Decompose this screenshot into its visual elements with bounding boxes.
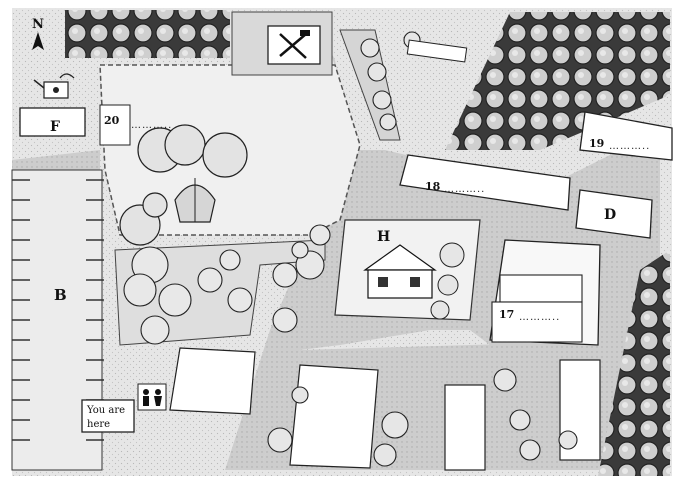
north-label: N [32,17,44,32]
building-f: F [19,107,86,137]
location-20: 20 ……….. [99,104,172,146]
tools-icon [279,30,310,59]
label-18: 18 [425,180,441,193]
tools-building [231,11,333,76]
blank-20: ……….. [131,120,172,131]
you-are-here-line2: here [87,419,110,430]
house-h: H [334,219,481,321]
blank-18: ……….. [444,184,485,195]
woodland-southeast [598,250,670,476]
house-icon [363,244,437,299]
bench [406,39,468,63]
label-20: 20 [104,114,120,127]
letter-d: D [604,207,616,223]
blank-19: ……….. [609,141,650,152]
label-17: 17 [499,308,514,321]
shrubs [123,224,331,345]
you-are-here-line1: You are [86,405,125,416]
woodland-north [65,10,230,58]
letter-f: F [50,119,60,135]
you-are-here-marker: You are here [81,399,135,433]
label-19: 19 [589,137,604,150]
building-d: D [575,189,653,239]
toilets-icon [137,383,167,411]
fountain-icon [119,124,248,246]
building-17: 17 ……….. [489,239,601,346]
letter-h: H [377,229,390,245]
tree-path [339,29,401,141]
north-arrow-icon: N [32,17,44,50]
blank-17: ……….. [519,312,560,323]
building-19: 19 ……….. [579,111,673,161]
woodland-northeast [445,12,670,150]
watering-can-icon [33,73,75,99]
south-buildings [169,347,601,471]
building-18: 18 ……….. [399,154,571,211]
letter-b: B [54,286,67,304]
